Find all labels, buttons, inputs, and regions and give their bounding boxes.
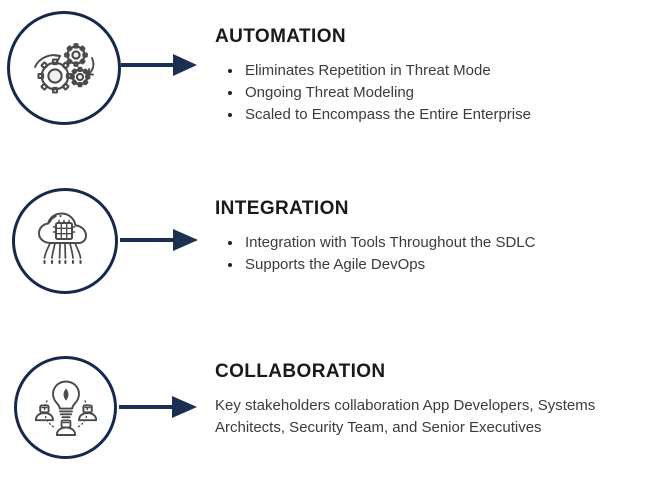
icon-badge-integration [12, 188, 118, 294]
bullet-dot-icon [228, 263, 232, 267]
heading-collaboration: COLLABORATION [215, 361, 386, 382]
bullet-text: Supports the Agile DevOps [245, 256, 426, 273]
list-item: Eliminates Repetition in Threat Mode [215, 60, 647, 82]
cloud-chip-icon [34, 211, 96, 271]
bullet-dot-icon [228, 113, 232, 117]
text-block-collaboration: COLLABORATION Key stakeholders collabora… [215, 361, 647, 439]
bullet-list-automation: Eliminates Repetition in Threat Mode Ong… [215, 60, 647, 126]
bullet-dot-icon [228, 91, 232, 95]
bullet-text: Integration with Tools Throughout the SD… [245, 234, 536, 251]
arrow-automation [121, 52, 199, 78]
paragraph-collaboration: Key stakeholders collaboration App Devel… [215, 397, 596, 436]
section-integration: INTEGRATION Integration with Tools Throu… [0, 175, 654, 345]
bullet-dot-icon [228, 69, 232, 73]
icon-badge-collaboration [14, 356, 117, 459]
arrow-collaboration [119, 394, 199, 420]
bullet-text: Ongoing Threat Modeling [245, 84, 414, 101]
heading-automation: AUTOMATION [215, 26, 347, 47]
list-item: Integration with Tools Throughout the SD… [215, 232, 647, 254]
icon-badge-automation [7, 11, 121, 125]
bullet-dot-icon [228, 241, 232, 245]
text-block-integration: INTEGRATION Integration with Tools Throu… [215, 198, 647, 276]
list-item: Supports the Agile DevOps [215, 254, 647, 276]
list-item: Scaled to Encompass the Entire Enterpris… [215, 104, 647, 126]
gears-icon [31, 38, 97, 98]
heading-integration: INTEGRATION [215, 198, 349, 219]
section-automation: AUTOMATION Eliminates Repetition in Thre… [0, 0, 654, 170]
bullet-text: Scaled to Encompass the Entire Enterpris… [245, 106, 531, 123]
bullet-list-integration: Integration with Tools Throughout the SD… [215, 232, 647, 276]
section-collaboration: COLLABORATION Key stakeholders collabora… [0, 345, 654, 479]
list-item: Ongoing Threat Modeling [215, 82, 647, 104]
arrow-integration [120, 227, 200, 253]
bullet-text: Eliminates Repetition in Threat Mode [245, 62, 491, 79]
text-block-automation: AUTOMATION Eliminates Repetition in Thre… [215, 26, 647, 126]
lightbulb-team-icon [34, 379, 97, 437]
